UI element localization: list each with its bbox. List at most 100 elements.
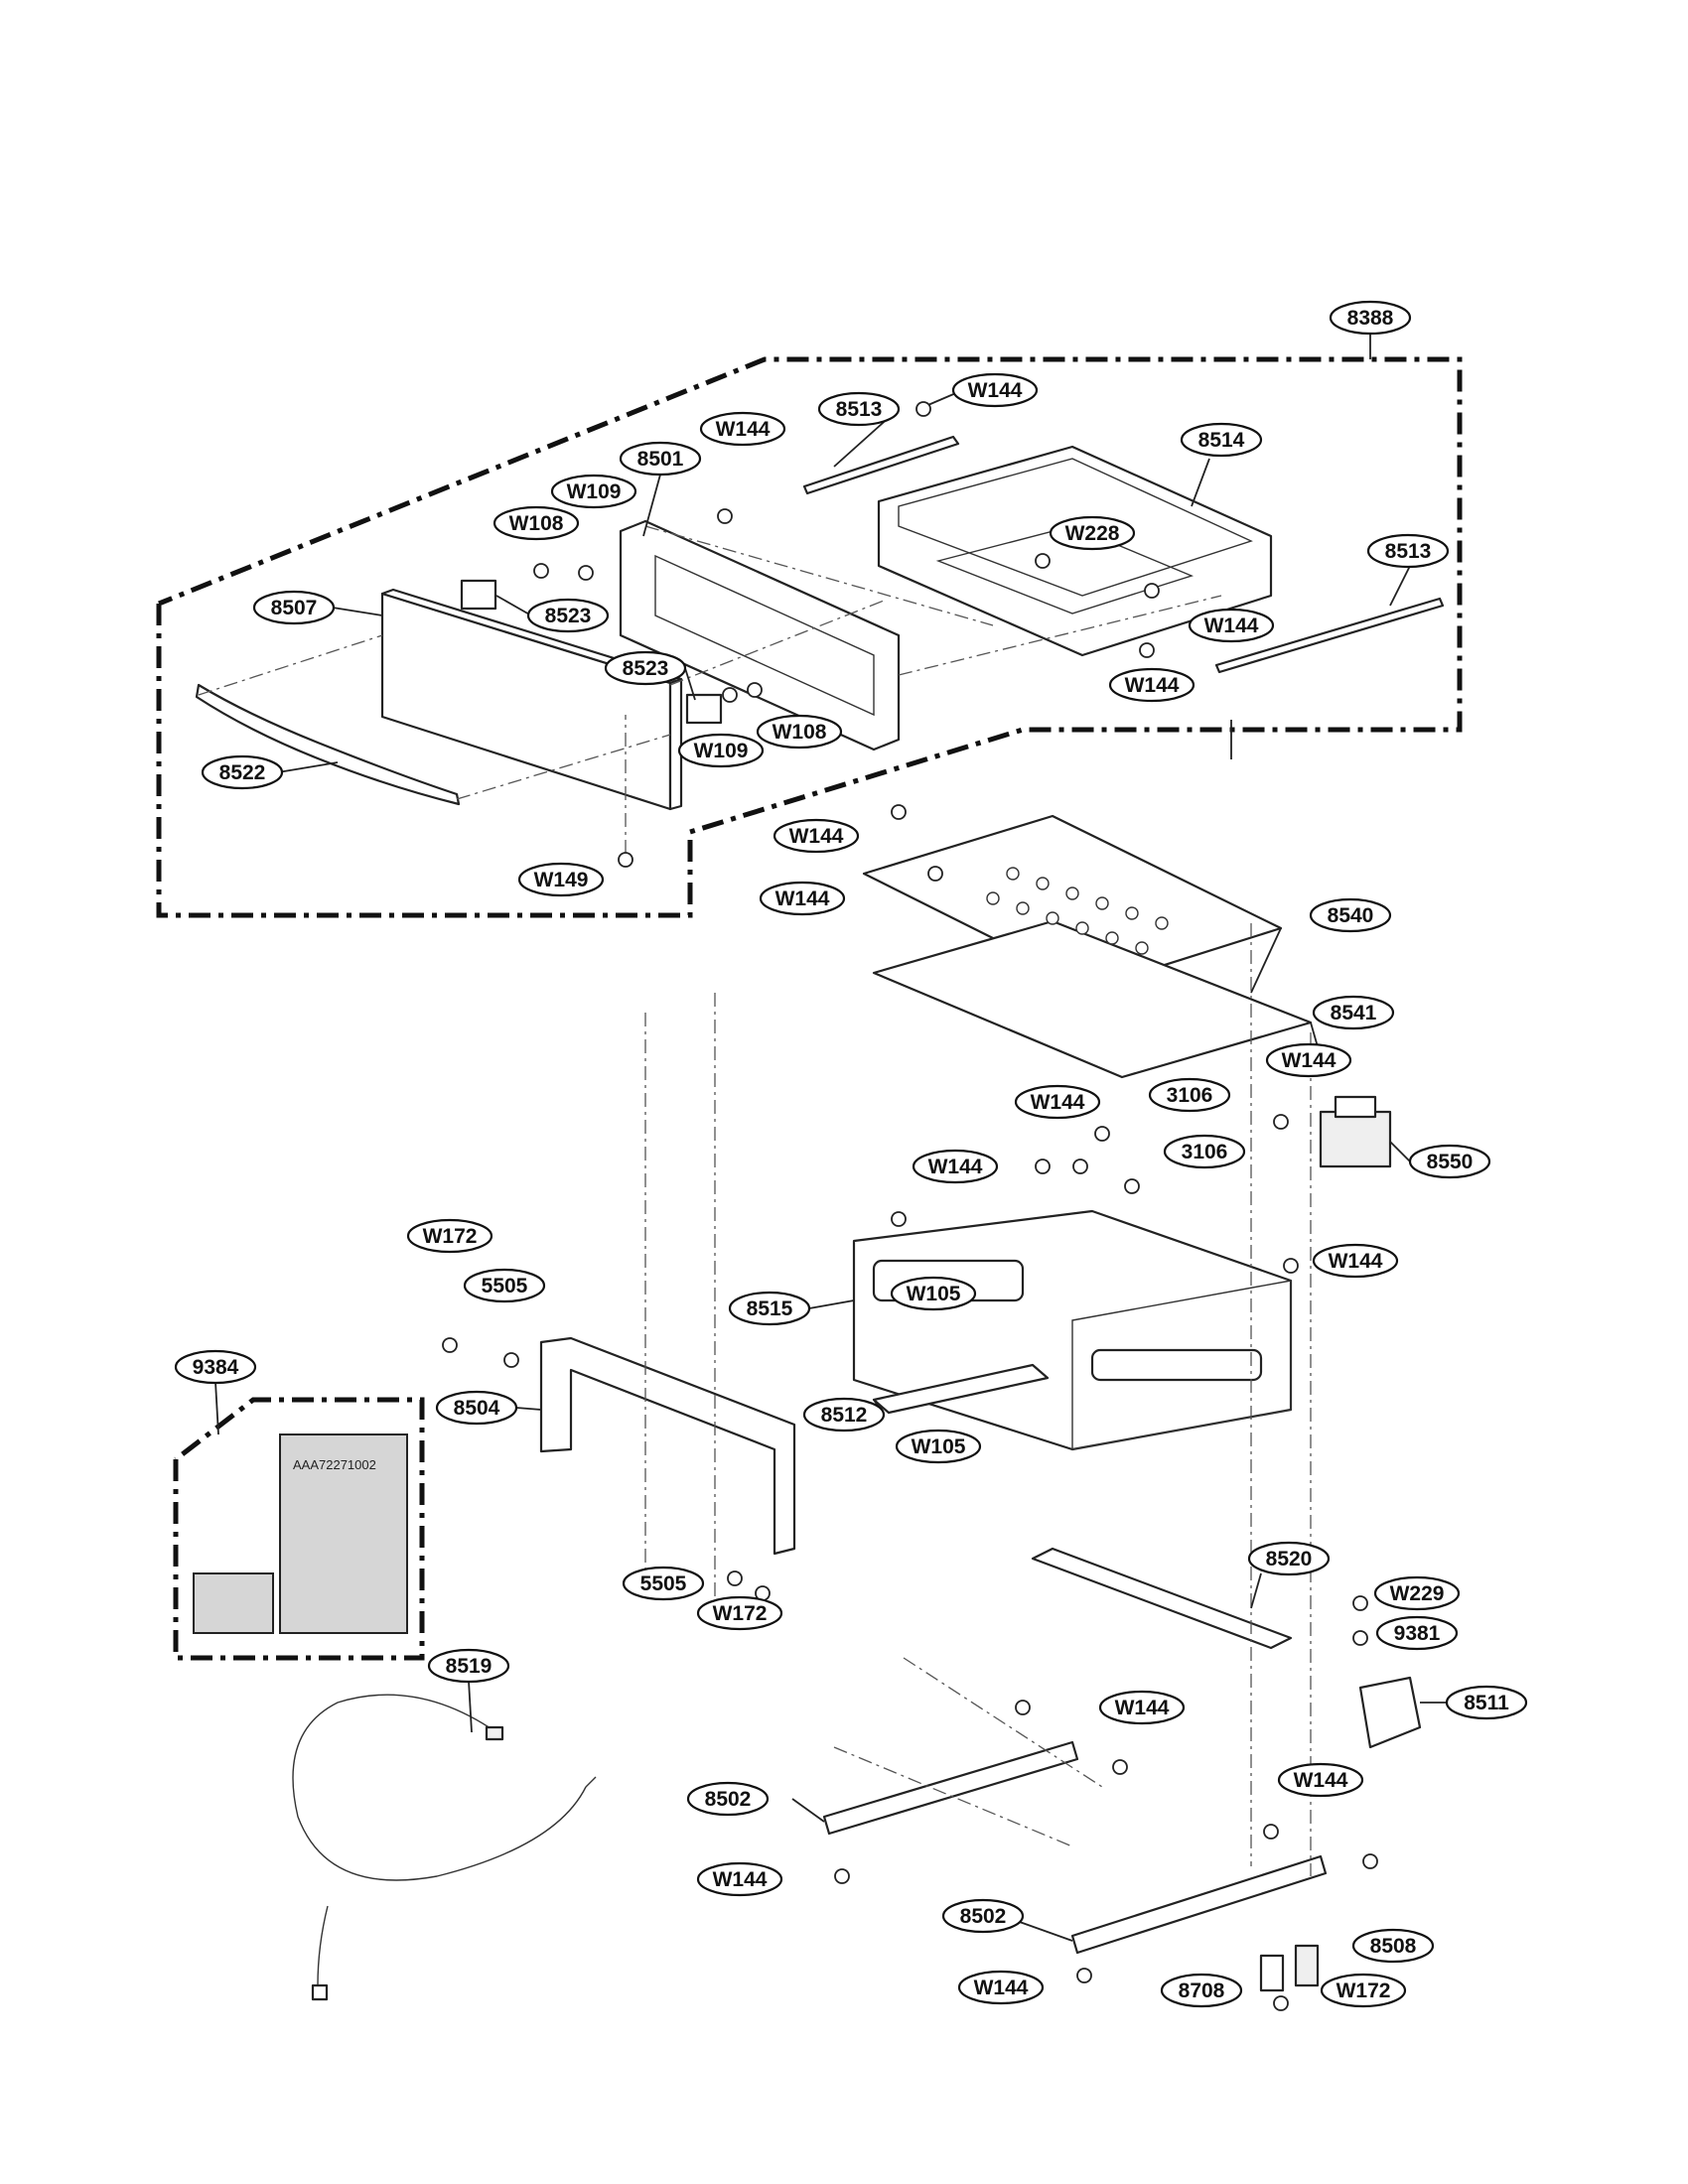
callout-W144-c1: W144 bbox=[1014, 1084, 1101, 1120]
svg-text:W144: W144 bbox=[716, 418, 771, 441]
callout-9384: 9384 bbox=[174, 1349, 257, 1385]
screw-icon bbox=[1352, 1630, 1368, 1646]
rail-8502-right bbox=[1070, 1854, 1328, 1955]
harness-terminal bbox=[311, 1983, 329, 2001]
callout-W108-upper: W108 bbox=[492, 505, 580, 541]
callout-W109-upper: W109 bbox=[550, 474, 637, 509]
svg-text:8550: 8550 bbox=[1427, 1151, 1474, 1173]
callout-8512: 8512 bbox=[802, 1397, 886, 1433]
callout-W172-middle: W172 bbox=[696, 1595, 783, 1631]
svg-text:W144: W144 bbox=[1115, 1697, 1170, 1719]
screw-icon bbox=[1283, 1258, 1299, 1274]
explode-line bbox=[198, 634, 383, 696]
svg-text:W172: W172 bbox=[423, 1225, 478, 1248]
callout-3106-b: 3106 bbox=[1163, 1134, 1246, 1169]
callout-8523-lower: 8523 bbox=[604, 650, 687, 686]
callout-W144-r1: W144 bbox=[1265, 1042, 1352, 1078]
svg-text:8522: 8522 bbox=[219, 761, 266, 784]
svg-text:W144: W144 bbox=[775, 887, 830, 910]
svg-text:8523: 8523 bbox=[545, 605, 592, 627]
screw-icon bbox=[442, 1337, 458, 1353]
svg-text:8541: 8541 bbox=[1331, 1002, 1377, 1024]
callout-8515: 8515 bbox=[728, 1291, 811, 1326]
panel-holes bbox=[986, 867, 1169, 955]
insulation-panel-8541 bbox=[872, 919, 1313, 1079]
foot-8708 bbox=[1259, 1954, 1285, 1992]
rail-8513-right bbox=[1214, 597, 1445, 674]
callout-8513-top: 8513 bbox=[817, 391, 901, 427]
svg-text:8708: 8708 bbox=[1179, 1979, 1225, 2002]
cover-8520 bbox=[1031, 1547, 1293, 1650]
screw-icon bbox=[1076, 1968, 1092, 1983]
screw-icon bbox=[891, 1211, 907, 1227]
callout-W144-b4: W144 bbox=[957, 1970, 1045, 2005]
svg-text:8514: 8514 bbox=[1198, 429, 1245, 452]
harness-connector bbox=[485, 1725, 504, 1741]
callout-8540: 8540 bbox=[1309, 897, 1392, 933]
svg-text:8502: 8502 bbox=[960, 1905, 1007, 1928]
screw-icon bbox=[927, 866, 943, 882]
group-9384-border bbox=[173, 1397, 425, 1661]
inner-frame-opening bbox=[654, 554, 875, 717]
explode-line bbox=[456, 734, 671, 800]
svg-text:8507: 8507 bbox=[271, 597, 318, 619]
svg-text:8523: 8523 bbox=[623, 657, 669, 680]
callout-W144-c2: W144 bbox=[912, 1149, 999, 1184]
clip-8523-left bbox=[460, 579, 497, 611]
callout-W109-lower: W109 bbox=[677, 733, 765, 768]
explode-line bbox=[644, 525, 994, 626]
callout-W228: W228 bbox=[1049, 515, 1136, 551]
screw-icon bbox=[727, 1570, 743, 1586]
svg-text:8512: 8512 bbox=[821, 1404, 868, 1427]
svg-text:W144: W144 bbox=[1282, 1049, 1336, 1072]
callout-5505-upper: 5505 bbox=[463, 1268, 546, 1303]
callout-W144-drawer-b: W144 bbox=[1108, 667, 1196, 703]
wire-harness-8519 bbox=[292, 1694, 597, 1986]
screw-icon bbox=[747, 682, 763, 698]
switch-8550 bbox=[1319, 1110, 1392, 1168]
chassis-front bbox=[1071, 1280, 1292, 1450]
svg-text:W108: W108 bbox=[509, 512, 564, 535]
callout-W149: W149 bbox=[517, 862, 605, 897]
screw-icon bbox=[1144, 583, 1160, 599]
svg-text:W144: W144 bbox=[1125, 674, 1180, 697]
callout-W172-upper: W172 bbox=[406, 1218, 493, 1254]
tub-inner bbox=[898, 458, 1253, 597]
callout-W144-chassis: W144 bbox=[1312, 1243, 1399, 1279]
svg-text:W144: W144 bbox=[789, 825, 844, 848]
svg-text:5505: 5505 bbox=[640, 1572, 687, 1595]
callout-W105-lower: W105 bbox=[895, 1429, 982, 1464]
svg-text:W108: W108 bbox=[773, 721, 827, 744]
callout-W144-b3: W144 bbox=[696, 1861, 783, 1897]
callout-8508: 8508 bbox=[1351, 1928, 1435, 1964]
svg-text:W144: W144 bbox=[1031, 1091, 1085, 1114]
screws bbox=[442, 401, 1378, 2011]
svg-text:3106: 3106 bbox=[1182, 1141, 1228, 1163]
callout-8507: 8507 bbox=[252, 590, 336, 625]
callout-8514: 8514 bbox=[1180, 422, 1263, 458]
callout-W172-lower: W172 bbox=[1320, 1973, 1407, 2008]
explode-line bbox=[903, 1657, 1103, 1788]
svg-text:W109: W109 bbox=[694, 740, 749, 762]
svg-text:8513: 8513 bbox=[1385, 540, 1432, 563]
svg-text:W105: W105 bbox=[912, 1435, 966, 1458]
screw-icon bbox=[618, 852, 633, 868]
svg-text:W229: W229 bbox=[1390, 1582, 1445, 1605]
screw-icon bbox=[1263, 1824, 1279, 1840]
callout-W229: W229 bbox=[1373, 1575, 1461, 1611]
svg-text:W144: W144 bbox=[968, 379, 1023, 402]
screw-icon bbox=[1035, 1159, 1051, 1174]
callout-8513-right: 8513 bbox=[1366, 533, 1450, 569]
callout-W144-drawer-a: W144 bbox=[1188, 608, 1275, 643]
callout-8519: 8519 bbox=[427, 1648, 510, 1684]
packet-label: AAA72271002 bbox=[293, 1457, 376, 1472]
explode-line bbox=[669, 600, 885, 686]
svg-text:8501: 8501 bbox=[637, 448, 684, 471]
screw-icon bbox=[1035, 553, 1051, 569]
callout-8708: 8708 bbox=[1160, 1973, 1243, 2008]
screw-icon bbox=[1273, 1995, 1289, 2011]
svg-text:W144: W144 bbox=[974, 1977, 1029, 1999]
screw-icon bbox=[578, 565, 594, 581]
chassis-slot-right bbox=[1090, 1348, 1263, 1382]
callout-W144-p1: W144 bbox=[773, 818, 860, 854]
